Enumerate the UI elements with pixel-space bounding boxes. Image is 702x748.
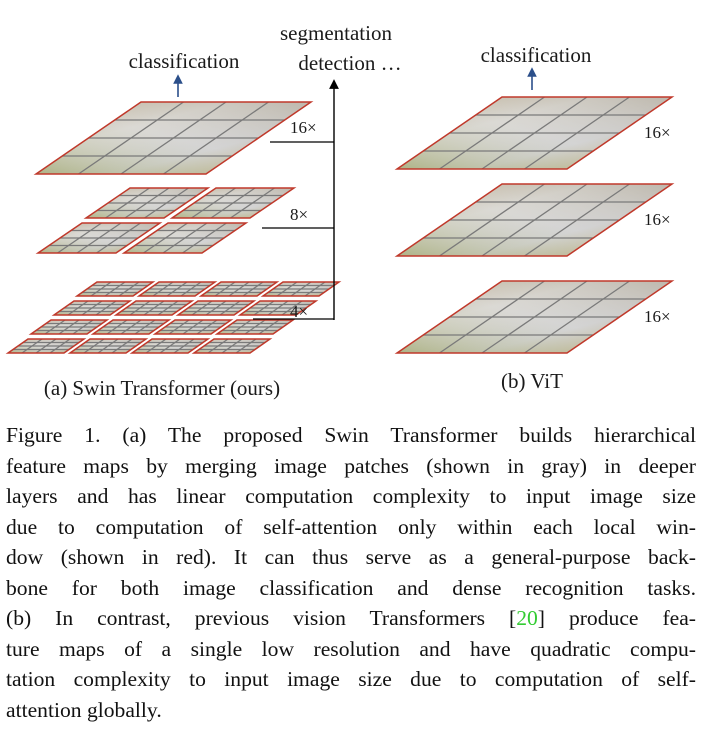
caption-line-with-citation: (b) In contrast, previous vision Transfo…	[6, 603, 696, 634]
swin-window-4x-window-border	[28, 319, 110, 335]
swin-window-4x-window-border	[152, 319, 234, 335]
vit-classification-label: classification	[481, 43, 592, 67]
caption-line: bone for both image classification and d…	[6, 575, 696, 600]
caption-text: (b) In contrast, previous vision Transfo…	[6, 606, 509, 630]
vit-feature-maps	[394, 96, 675, 354]
caption-line: feature maps by merging image patches (s…	[6, 453, 696, 478]
vit-scale-16x-middle: 16×	[644, 210, 671, 229]
swin-window-8x-window-border	[121, 222, 249, 254]
swin-scale-4x: 4×	[290, 302, 308, 321]
swin-window-4x-window-border	[90, 319, 172, 335]
patch-grid-line	[281, 300, 303, 316]
caption-text: ] produce fea-	[537, 606, 696, 630]
vit-scale-16x-top: 16×	[644, 123, 671, 142]
figure-caption: Figure 1. (a) The proposed Swin Transfor…	[6, 420, 696, 725]
swin-window-8x-window-border	[169, 187, 297, 219]
patch-grid-line	[182, 222, 227, 254]
swin-classification-label: classification	[129, 49, 240, 73]
swin-window-4x-window-border	[260, 281, 342, 297]
caption-line: tation complexity to input image size du…	[6, 667, 696, 691]
swin-window-4x-window-border	[237, 300, 319, 316]
caption-line: layers and has linear computation comple…	[6, 484, 696, 508]
citation-open-bracket: [	[509, 606, 517, 630]
swin-feature-maps	[5, 101, 342, 354]
patch-grid-line	[524, 280, 630, 354]
swin-window-4x-window-border	[74, 281, 156, 297]
swin-window-4x-window-border	[51, 300, 133, 316]
patch-grid-line	[196, 319, 218, 335]
patch-grid-line	[258, 319, 280, 335]
swin-window-4x-window-border	[129, 338, 211, 354]
swin-window-4x-window-border	[175, 300, 257, 316]
patch-grid-line	[230, 187, 275, 219]
detection-label: detection …	[298, 51, 401, 75]
patch-grid-line	[157, 300, 179, 316]
patch-grid-line	[111, 338, 133, 354]
swin-window-4x-window-border	[136, 281, 218, 297]
swin-window-4x-window-border	[67, 338, 149, 354]
swin-window-8x-window-border	[35, 222, 163, 254]
vit-scale-16x-bottom: 16×	[644, 307, 671, 326]
swin-window-4x-window-border	[191, 338, 273, 354]
patch-grid-line	[163, 101, 269, 175]
patch-grid-line	[304, 281, 326, 297]
patch-grid-line	[219, 300, 241, 316]
patch-grid-line	[173, 338, 195, 354]
patch-grid-line	[49, 338, 71, 354]
segmentation-label: segmentation	[280, 21, 392, 45]
caption-line: Figure 1. (a) The proposed Swin Transfor…	[6, 423, 696, 447]
patch-grid-line	[180, 281, 202, 297]
patch-grid-line	[72, 319, 94, 335]
swin-scale-8x: 8×	[290, 205, 308, 224]
swin-scale-16x: 16×	[290, 118, 317, 137]
patch-grid-line	[134, 319, 156, 335]
patch-grid-line	[235, 338, 257, 354]
vit-layer-bottom-window-border	[394, 280, 675, 354]
vit-layer-middle-window-border	[394, 183, 675, 257]
vit-subcaption: (b) ViT	[501, 369, 563, 393]
vit-layer-top-window-border	[394, 96, 675, 170]
patch-grid-line	[118, 281, 140, 297]
patch-grid-line	[524, 96, 630, 170]
caption-line: attention globally.	[6, 697, 162, 722]
patch-grid-line	[96, 222, 141, 254]
caption-line: ture maps of a single low resolution and…	[6, 636, 696, 661]
patch-grid-line	[524, 183, 630, 257]
caption-line: dow (shown in red). It can thus serve as…	[6, 545, 696, 569]
swin-window-4x-window-border	[113, 300, 195, 316]
citation-link[interactable]: 20	[516, 606, 538, 630]
swin-window-4x-window-border	[198, 281, 280, 297]
patch-grid-line	[95, 300, 117, 316]
caption-line: due to computation of self-attention onl…	[6, 514, 696, 539]
patch-grid-line	[242, 281, 264, 297]
swin-window-4x-window-border	[5, 338, 87, 354]
figure-diagram: classification segmentation detection … …	[5, 21, 675, 400]
swin-window-16x-window-border	[33, 101, 314, 175]
patch-grid-line	[144, 187, 189, 219]
swin-window-4x-window-border	[214, 319, 296, 335]
swin-subcaption: (a) Swin Transformer (ours)	[44, 376, 280, 400]
swin-window-8x-window-border	[83, 187, 211, 219]
